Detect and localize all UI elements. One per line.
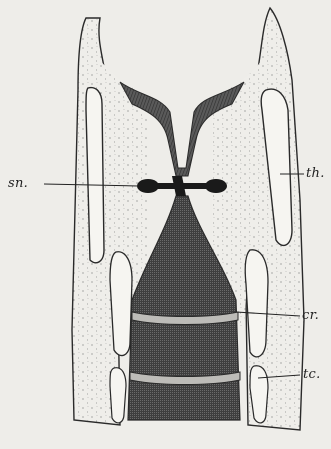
thyroid-cartilage-left: [86, 88, 104, 263]
tracheal-cartilage-left: [110, 368, 126, 423]
cricoid-cartilage-left: [110, 252, 132, 356]
label-sn: sn.: [8, 176, 28, 191]
label-cr: cr.: [302, 308, 319, 323]
label-tc: tc.: [303, 367, 321, 382]
label-th: th.: [306, 166, 325, 181]
